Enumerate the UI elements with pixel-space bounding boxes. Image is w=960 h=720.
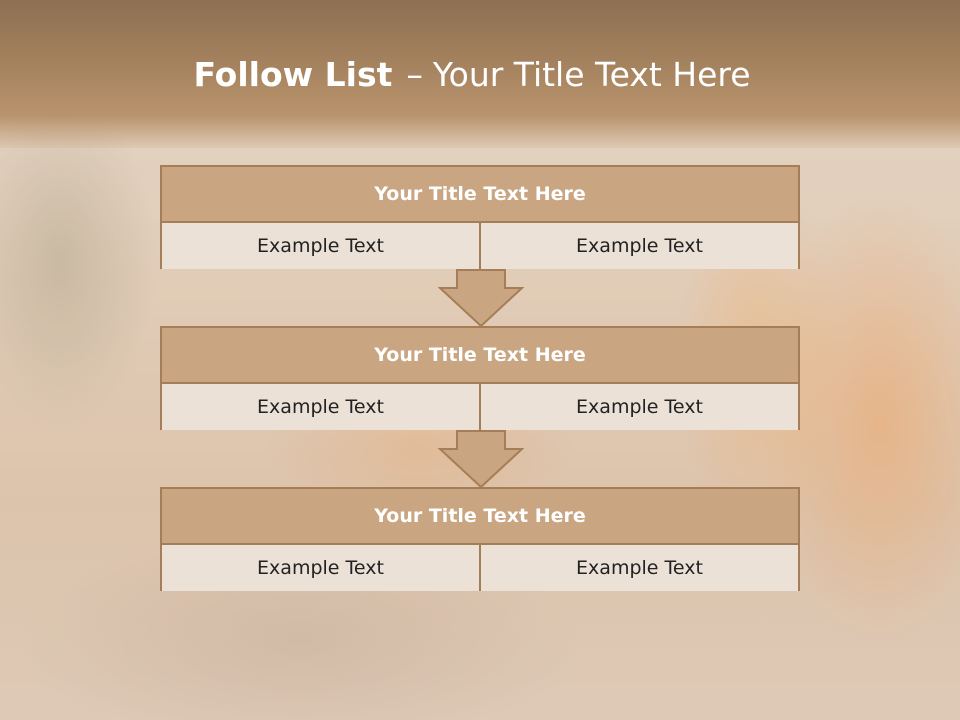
down-arrow-icon: [438, 269, 524, 328]
step-cell-right: Example Text: [479, 545, 798, 591]
slide-title: Follow List–Your Title Text Here: [0, 55, 944, 94]
step-row: Example Text Example Text: [162, 223, 798, 269]
step-cell-right: Example Text: [479, 223, 798, 269]
step-box-2: Your Title Text Here Example Text Exampl…: [160, 326, 800, 430]
header-band: [0, 0, 960, 148]
step-title: Your Title Text Here: [162, 489, 798, 545]
step-row: Example Text Example Text: [162, 545, 798, 591]
slide-title-rest: Your Title Text Here: [432, 55, 751, 94]
step-cell-right: Example Text: [479, 384, 798, 430]
step-cell-left: Example Text: [162, 545, 479, 591]
step-title: Your Title Text Here: [162, 328, 798, 384]
step-box-3: Your Title Text Here Example Text Exampl…: [160, 487, 800, 591]
slide-title-bold: Follow List: [193, 55, 393, 94]
step-row: Example Text Example Text: [162, 384, 798, 430]
step-title: Your Title Text Here: [162, 167, 798, 223]
down-arrow-icon: [438, 430, 524, 489]
slide-title-dash: –: [406, 55, 423, 94]
step-cell-left: Example Text: [162, 223, 479, 269]
step-box-1: Your Title Text Here Example Text Exampl…: [160, 165, 800, 269]
step-cell-left: Example Text: [162, 384, 479, 430]
